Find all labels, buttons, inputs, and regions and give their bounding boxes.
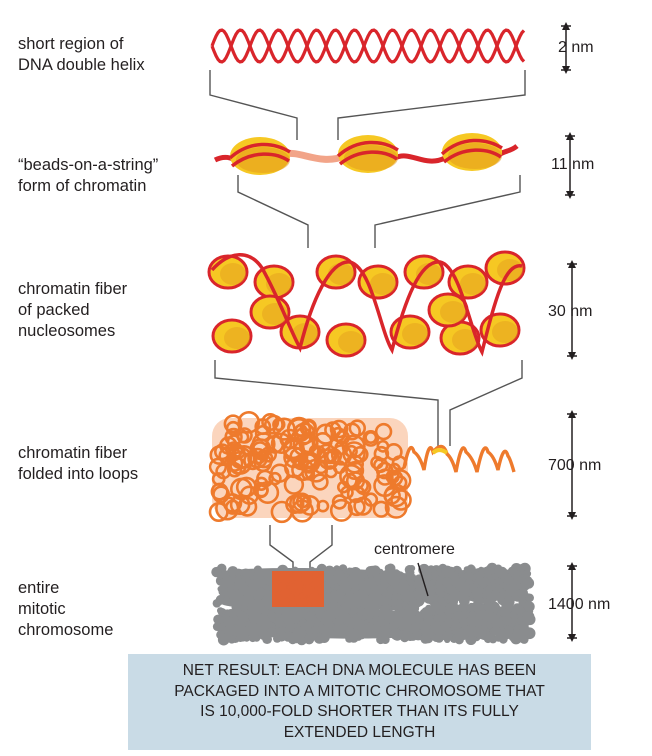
- scale-arrows: [561, 22, 577, 642]
- zoom-connectors-1: [209, 70, 526, 140]
- net-result-box: NET RESULT: EACH DNA MOLECULE HAS BEEN P…: [128, 654, 591, 750]
- zoom-connectors-2: [237, 175, 521, 248]
- stage-label-dna: short region of DNA double helix: [18, 35, 145, 74]
- zoom-connectors-4: [269, 525, 333, 572]
- nucleosome-bead: [440, 133, 503, 171]
- packed-nucleosome: [211, 318, 253, 354]
- centromere-label: centromere: [374, 541, 455, 558]
- packed-nucleosome: [447, 264, 489, 300]
- packed-nucleosome: [207, 254, 249, 290]
- packed-nucleosome: [325, 322, 367, 358]
- dna-strand-2: [210, 28, 526, 64]
- mitotic-chromosome: [211, 562, 536, 646]
- stage-label-chromosome: entire mitotic chromosome: [18, 579, 114, 639]
- zoom-connectors-3: [214, 360, 523, 446]
- 30nm-chromatin-fiber: [207, 250, 526, 358]
- stage-label-loops: chromatin fiber folded into loops: [18, 444, 139, 483]
- stage-label-beads: “beads-on-a-string” form of chromatin: [18, 156, 159, 195]
- dna-strand-1: [210, 28, 526, 64]
- beads-on-a-string: [213, 133, 519, 175]
- stage-label-30nm-fiber: chromatin fiber of packed nucleosomes: [18, 280, 128, 340]
- nucleosome-bead: [336, 135, 399, 173]
- dna-double-helix: [210, 28, 526, 64]
- nucleosome-bead: [228, 137, 291, 175]
- packed-nucleosome: [427, 292, 469, 328]
- packed-nucleosome: [357, 264, 399, 300]
- looped-chromatin-fiber: [208, 410, 516, 524]
- size-label-1400nm: 1400 nm: [548, 596, 611, 613]
